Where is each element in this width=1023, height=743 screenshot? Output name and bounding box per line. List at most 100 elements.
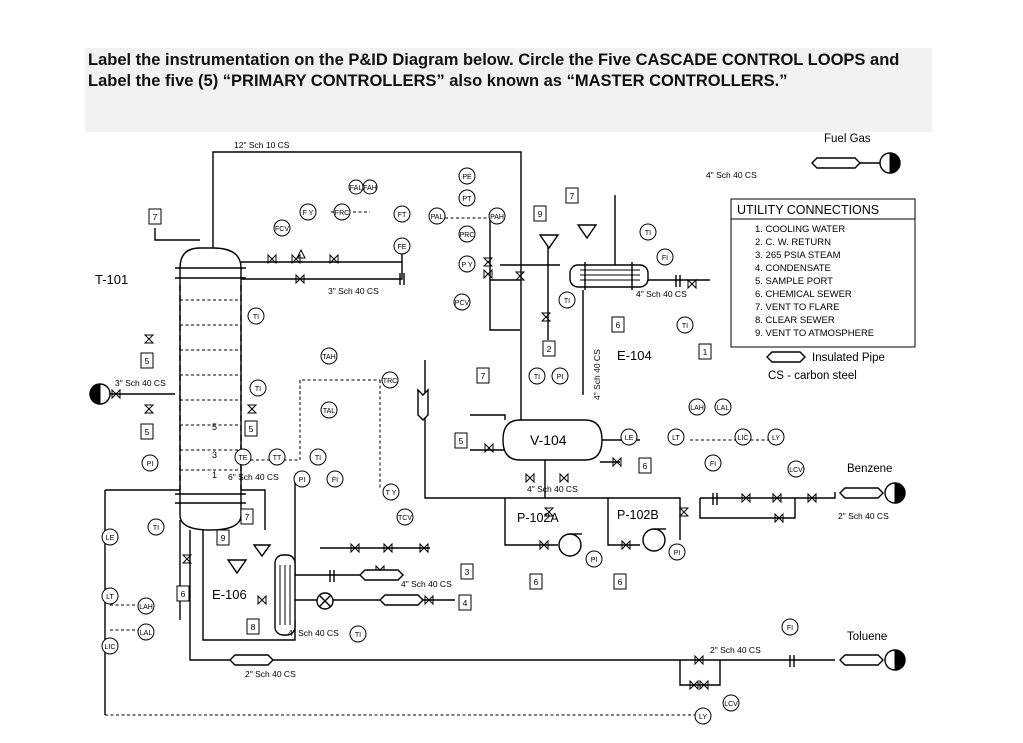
instr-ti-upper: TI (253, 314, 259, 321)
instr-trc: TRC (383, 378, 397, 385)
utag-5: 5 (145, 427, 150, 437)
legend-cs: CS - carbon steel (768, 370, 857, 382)
reboiler-e106 (274, 554, 296, 636)
instr-pah: PAH (490, 214, 504, 221)
utag-1: 1 (703, 347, 708, 357)
instr-ti-rb: TI (315, 455, 321, 462)
insulated-pipe-symbols (229, 157, 884, 666)
instr-pi-col: PI (147, 461, 154, 468)
flow-element-x (316, 592, 334, 610)
utag-5: 5 (459, 436, 464, 446)
instr-fi-rb: FI (332, 477, 338, 484)
pipe-label-fuel: 4" Sch 40 CS (706, 170, 757, 180)
instr-ly-tol: LY (699, 714, 707, 721)
stream-benzene: Benzene (847, 463, 892, 475)
utag-9: 9 (538, 209, 543, 219)
instr-prc: PRC (460, 232, 475, 239)
utility-item: 2. C. W. RETURN (755, 237, 831, 248)
tray-label-1: 1 (212, 470, 217, 480)
utag-5: 5 (249, 424, 254, 434)
utag-6: 6 (643, 461, 648, 471)
condenser-e104 (569, 262, 649, 290)
instr-fi-benz: FI (710, 461, 716, 468)
instr-le-drum: LE (625, 435, 634, 442)
stream-terminals (89, 152, 906, 671)
pump-b-label: P-102B (617, 508, 659, 522)
utag-4: 4 (463, 598, 468, 608)
pipe-label-bottom: 4" Sch 40 CS (288, 628, 339, 638)
utag-6: 6 (181, 589, 186, 599)
instr-ti-cw-ret: TI (682, 323, 688, 330)
utag-6: 6 (618, 577, 623, 587)
drum-label: V-104 (530, 432, 567, 448)
instr-lah-drum: LAH (690, 405, 704, 412)
instr-te: TE (239, 455, 248, 462)
instr-pcv: PCV (455, 300, 470, 307)
pipe-label-vert: 4" Sch 40 CS (592, 349, 602, 400)
instr-ly-drum: LY (772, 435, 780, 442)
pipe-label-6in: 6" Sch 40 CS (228, 472, 279, 482)
instr-ti-cond: TI (564, 298, 570, 305)
utag-7: 7 (153, 212, 158, 222)
instr-ft: FT (398, 212, 407, 219)
tower-label: T-101 (95, 272, 128, 287)
instr-lt-drum: LT (672, 435, 680, 442)
instr-tcv: TCV (398, 515, 412, 522)
instr-tt: TT (273, 455, 282, 462)
instr-ti-cw: TI (645, 230, 651, 237)
instr-fy: F Y (303, 210, 314, 217)
instr-le-col: LE (106, 535, 115, 542)
piping (100, 151, 880, 715)
instr-tal: TAL (323, 408, 335, 415)
instr-lal-col: LAL (140, 630, 153, 637)
instrument-bubbles: FAL FAH F Y FRC FT FE FCV TI TI TAH TAL … (101, 167, 805, 725)
pipe-label-tol: 2" Sch 40 CS (710, 645, 761, 655)
pipe-label-2in-left: 2" Sch 40 CS (245, 669, 296, 679)
utag-7: 7 (570, 191, 575, 201)
stream-toluene: Toluene (847, 631, 887, 643)
instruction-text: Label the instrumentation on the P&ID Di… (88, 51, 900, 90)
instr-py: P Y (461, 262, 472, 269)
tray-label-3: 3 (212, 450, 217, 460)
instr-pal: PAL (431, 214, 444, 221)
instr-fi-cw: FI (662, 255, 668, 262)
instr-fi-tol: FI (787, 625, 793, 632)
pipe-label-12in: 12" Sch 10 CS (234, 140, 290, 150)
utag-7: 7 (245, 512, 250, 522)
stream-fuel-gas: Fuel Gas (824, 133, 871, 145)
instr-lic-drum: LIC (738, 435, 749, 442)
utag-9: 9 (221, 533, 226, 543)
pipe-label-3in-left: 3" Sch 40 CS (115, 378, 166, 388)
pump-p102a (558, 533, 582, 557)
instr-fcv: FCV (275, 226, 289, 233)
legend-insulated: Insulated Pipe (812, 352, 885, 364)
instr-fe: FE (398, 244, 407, 251)
orifice-symbols (329, 273, 795, 667)
utility-item: 3. 265 PSIA STEAM (755, 250, 841, 261)
instruction-banner: Label the instrumentation on the P&ID Di… (85, 48, 932, 132)
condenser-label: E-104 (617, 348, 652, 363)
utility-title: UTILITY CONNECTIONS (737, 203, 879, 217)
instr-pi-drum: PI (557, 374, 564, 381)
pipe-label-pump: 4" Sch 40 CS (527, 484, 578, 494)
instr-ti-mid: TI (255, 386, 261, 393)
column-t101 (175, 247, 246, 531)
utag-5: 5 (145, 356, 150, 366)
utag-6: 6 (534, 577, 539, 587)
utag-6: 6 (616, 320, 621, 330)
insulated-pipe-legend-icon (766, 351, 806, 363)
instr-ti-drum: TI (534, 374, 540, 381)
instr-lcv-tol: LCV (724, 701, 738, 708)
pipe-label-reb: 4" Sch 40 CS (401, 579, 452, 589)
instr-pt: PT (463, 196, 473, 203)
utility-item: 6. CHEMICAL SEWER (755, 289, 852, 300)
drum-v104 (502, 419, 603, 461)
instr-lal-drum: LAL (717, 405, 730, 412)
pipe-label-cond: 4" Sch 40 CS (636, 289, 687, 299)
pipe-label-3in-top: 3" Sch 40 CS (328, 286, 379, 296)
control-valve-symbols (226, 224, 598, 575)
instr-pe: PE (462, 174, 472, 181)
instr-ti-reb: TI (355, 632, 361, 639)
pipe-labels: 12" Sch 10 CS 3" Sch 40 CS 4" Sch 40 CS … (115, 140, 889, 679)
